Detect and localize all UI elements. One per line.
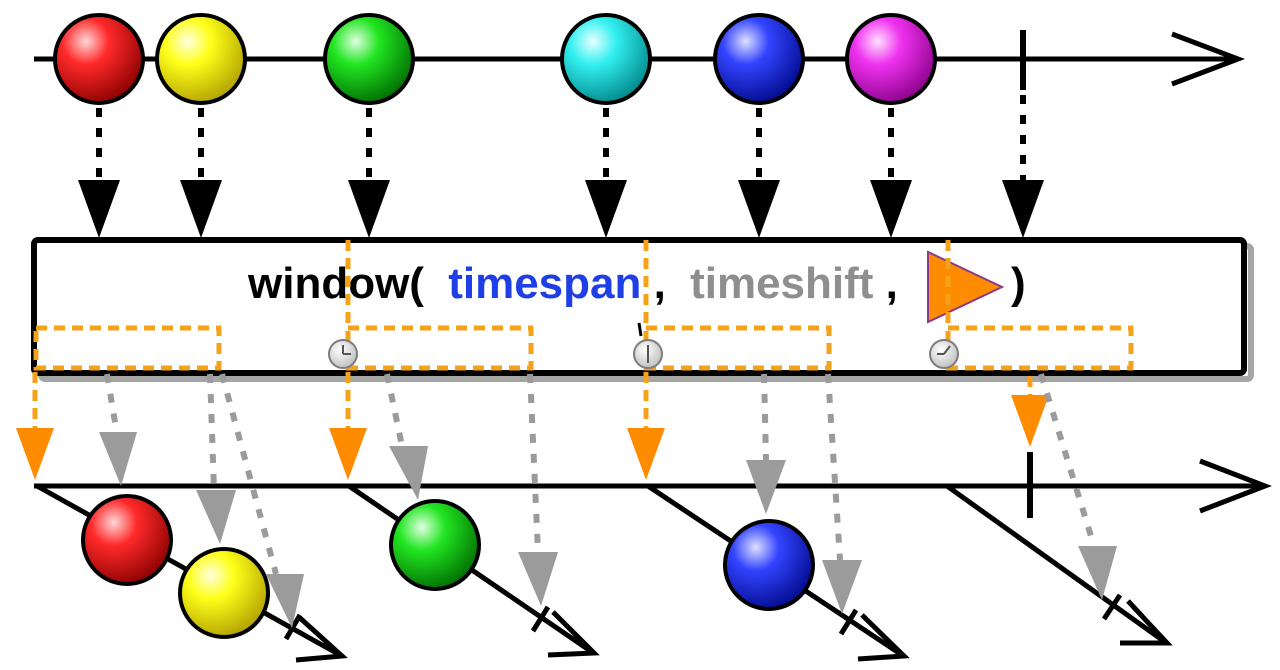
input-arrow — [585, 108, 627, 238]
clock-icon — [633, 339, 663, 369]
operator-arg-timeshift: timeshift — [690, 259, 874, 308]
window-open-lines — [345, 240, 951, 328]
window-box — [945, 325, 1134, 371]
window-open-arrow — [1011, 376, 1049, 447]
emission-arrow — [384, 373, 428, 500]
output-marble-yellow — [178, 547, 270, 639]
operator-name: window( — [247, 259, 424, 308]
emission-arrow — [822, 373, 862, 614]
window-open-arrows — [16, 372, 1049, 480]
source-marble-magenta — [845, 13, 937, 105]
input-arrows — [78, 95, 1044, 238]
input-arrow — [180, 108, 222, 238]
clock-icon — [929, 339, 959, 369]
window-box — [345, 325, 534, 371]
input-arrow — [738, 108, 780, 238]
emission-arrow — [746, 373, 786, 514]
window-open-arrow — [16, 372, 54, 480]
emission-arrow — [219, 373, 304, 628]
input-arrow — [78, 108, 120, 238]
window-open-arrow — [627, 372, 665, 480]
operator-box: window( timespan , timeshift , ) — [31, 237, 1254, 382]
emission-arrow — [518, 373, 558, 606]
input-arrow — [870, 108, 912, 238]
operator-separator: , — [654, 259, 666, 308]
output-marbles — [81, 494, 815, 639]
arrow-head-icon — [1199, 458, 1272, 514]
emission-arrow — [1038, 373, 1117, 600]
operator-separator: , — [886, 259, 898, 308]
source-marble-green — [323, 13, 415, 105]
clock-icon — [328, 339, 358, 369]
output-marble-green — [389, 499, 481, 591]
operator-arg-timespan: timespan — [448, 259, 641, 308]
emission-arrow — [99, 373, 137, 486]
input-arrow — [348, 108, 390, 238]
arrow-head-icon — [1171, 31, 1246, 87]
window-box — [33, 325, 222, 371]
input-arrow — [1002, 95, 1044, 238]
window-boxes — [33, 325, 1134, 371]
window-open-arrow — [329, 372, 367, 480]
output-marble-red — [81, 494, 173, 586]
svg-text:window( timespan ,: window( timespan , timeshift , — [247, 259, 898, 308]
output-marble-blue — [723, 519, 815, 611]
source-marble-cyan — [560, 13, 652, 105]
emission-arrows — [99, 373, 1117, 628]
operator-close-paren: ) — [1011, 259, 1026, 308]
emission-arrow — [196, 373, 236, 544]
window-stream — [945, 483, 1173, 646]
source-timeline — [34, 13, 1246, 105]
source-marble-red — [53, 13, 145, 105]
window-box — [643, 325, 832, 371]
source-marble-yellow — [155, 13, 247, 105]
source-marble-blue — [713, 13, 805, 105]
